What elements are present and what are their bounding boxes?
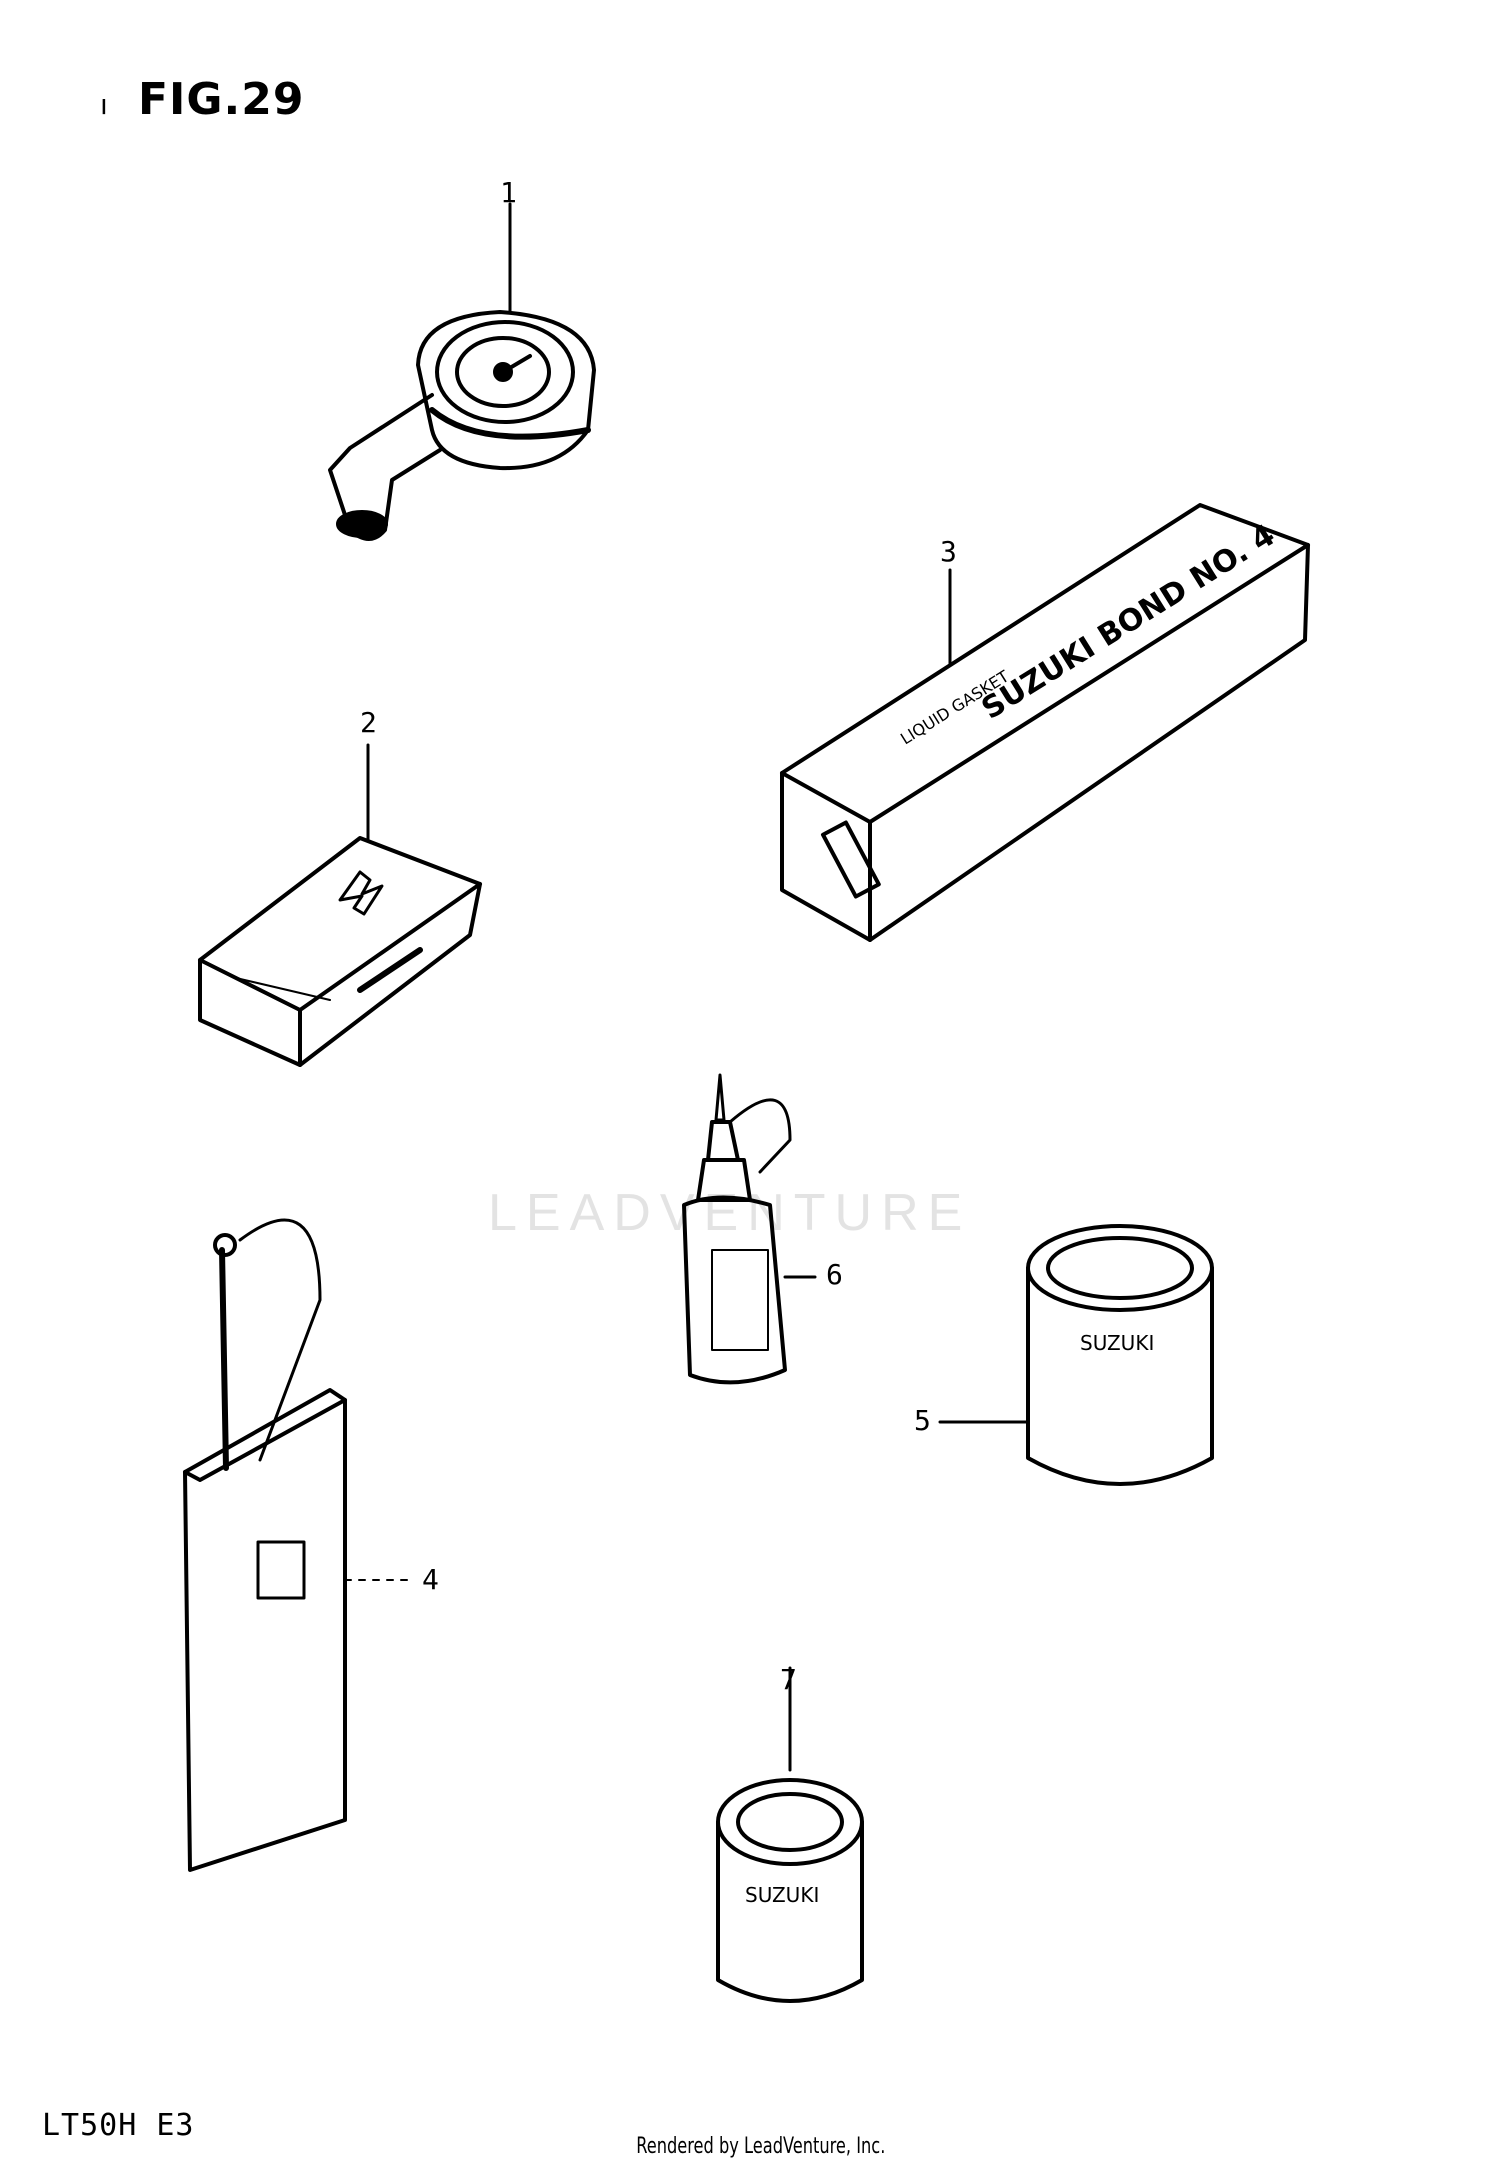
callout-3: 3 — [940, 535, 957, 568]
callout-1: 1 — [500, 176, 517, 209]
watermark: LEADVENTURE — [488, 1184, 972, 1242]
model-code: LT50H E3 — [42, 2108, 195, 2143]
callout-2: 2 — [360, 706, 377, 739]
part-3-bond-box — [780, 503, 1310, 942]
part-2-small-box — [198, 743, 482, 1067]
callout-4: 4 — [422, 1563, 439, 1596]
figure-title: FIG.29 — [138, 74, 305, 125]
part-5-can: SUZUKI — [938, 1224, 1214, 1486]
part-6-oil-bottle — [682, 1073, 817, 1385]
callout-6: 6 — [826, 1258, 843, 1291]
part-1-pressure-gauge — [328, 202, 596, 541]
callout-7: 7 — [780, 1663, 797, 1696]
credit-line: Rendered by LeadVenture, Inc. — [636, 2134, 886, 2159]
svg-text:SUZUKI: SUZUKI — [745, 1883, 819, 1907]
part-7-small-tin: SUZUKI — [716, 1666, 864, 2003]
callout-5: 5 — [914, 1404, 931, 1437]
part-4-oil-can — [183, 1218, 411, 1872]
figure-mark: ı — [100, 88, 108, 121]
svg-text:SUZUKI: SUZUKI — [1080, 1331, 1154, 1355]
